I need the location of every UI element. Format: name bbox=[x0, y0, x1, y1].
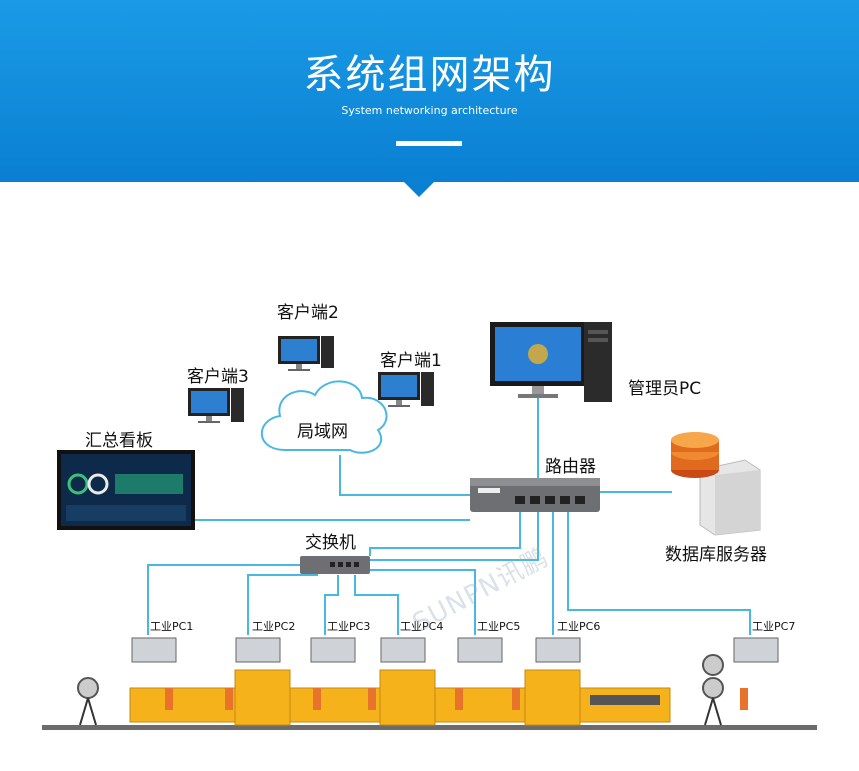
industrial-pc3-label: 工业PC3 bbox=[327, 620, 371, 633]
link-router-switch bbox=[369, 512, 521, 556]
link-lan-router bbox=[339, 455, 470, 496]
page-title: 系统组网架构 bbox=[303, 52, 556, 98]
industrial-pc-3 bbox=[310, 637, 356, 663]
industrial-pc6-label: 工业PC6 bbox=[557, 620, 601, 633]
industrial-pc-7 bbox=[733, 637, 779, 663]
client1-label: 客户端1 bbox=[380, 351, 442, 371]
lan-label: 局域网 bbox=[297, 422, 348, 442]
page-subtitle: System networking architecture bbox=[341, 104, 518, 117]
industrial-pc4-label: 工业PC4 bbox=[400, 620, 444, 633]
industrial-pc-2 bbox=[235, 637, 281, 663]
database-server bbox=[671, 432, 761, 536]
router-device bbox=[470, 478, 600, 512]
db-server-label: 数据库服务器 bbox=[665, 545, 767, 565]
client2-computer bbox=[278, 336, 334, 371]
link-switch-pc2 bbox=[247, 574, 318, 635]
industrial-pc-1 bbox=[131, 637, 177, 663]
client1-computer bbox=[378, 372, 434, 407]
network-links bbox=[147, 398, 751, 635]
banner-notch bbox=[403, 181, 435, 197]
link-router-switch-2 bbox=[368, 512, 539, 561]
router-label: 路由器 bbox=[545, 457, 596, 477]
client2-label: 客户端2 bbox=[277, 303, 339, 323]
client3-label: 客户端3 bbox=[187, 367, 249, 387]
industrial-pc-4 bbox=[380, 637, 426, 663]
production-line bbox=[42, 654, 817, 730]
link-switch-pc1 bbox=[147, 564, 300, 635]
industrial-pc-6 bbox=[535, 637, 581, 663]
industrial-pc1-label: 工业PC1 bbox=[150, 620, 194, 633]
industrial-pc2-label: 工业PC2 bbox=[252, 620, 296, 633]
link-router-pc7 bbox=[567, 512, 751, 635]
client3-computer bbox=[188, 388, 244, 423]
link-switch-pc5 bbox=[370, 569, 476, 635]
industrial-pc-devices bbox=[131, 637, 779, 663]
admin-pc-label: 管理员PC bbox=[628, 379, 702, 399]
header-banner bbox=[0, 0, 859, 182]
industrial-pc-5 bbox=[457, 637, 503, 663]
lan-cloud bbox=[260, 380, 388, 454]
dashboard-label: 汇总看板 bbox=[85, 431, 153, 451]
admin-pc-computer bbox=[490, 322, 612, 402]
switch-label: 交换机 bbox=[305, 533, 356, 553]
industrial-pc5-label: 工业PC5 bbox=[477, 620, 521, 633]
industrial-pc7-label: 工业PC7 bbox=[752, 620, 796, 633]
title-underline bbox=[396, 141, 462, 146]
link-switch-pc3 bbox=[324, 575, 339, 635]
dashboard-screen bbox=[57, 450, 195, 530]
link-switch-pc4 bbox=[354, 575, 399, 635]
switch-device bbox=[300, 556, 370, 574]
